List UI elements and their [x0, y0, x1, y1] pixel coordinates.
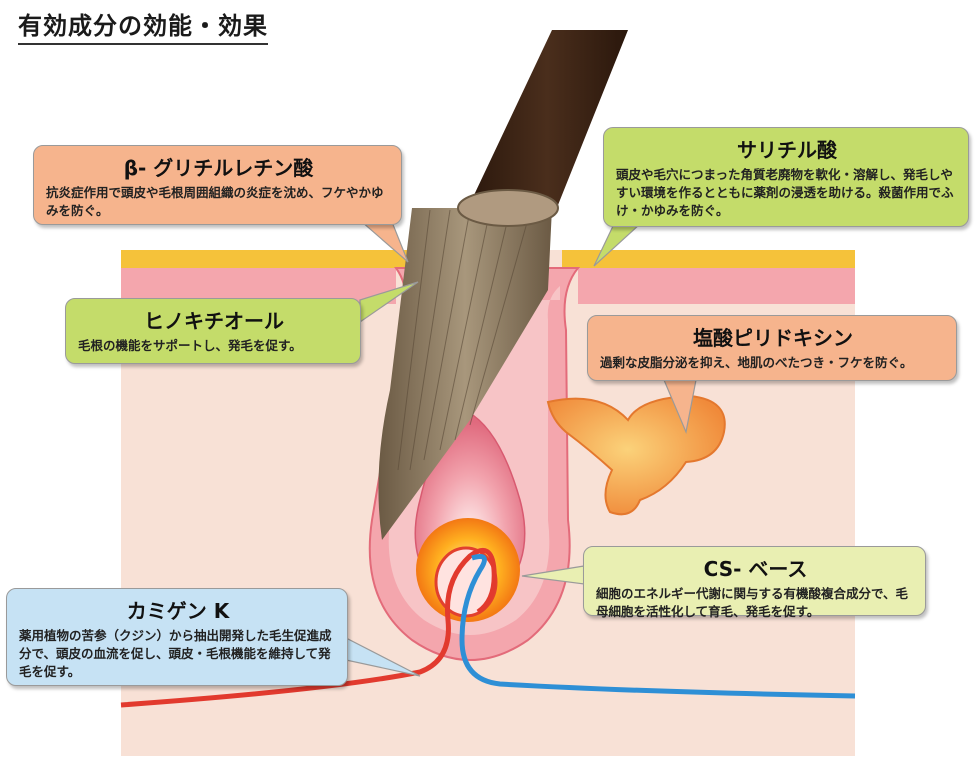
callout-salicylic: サリチル酸 頭皮や毛穴につまった角質老廃物を軟化・溶解し、発毛しやすい環境を作る…: [603, 127, 969, 227]
callout-glycyrrhetinic-title: β- グリチルレチン酸: [123, 156, 314, 180]
callout-csbase-title: CS- ベース: [703, 557, 808, 581]
sebaceous-gland: [546, 394, 726, 516]
vein: [459, 554, 856, 699]
callout-kamigen: カミゲン K 薬用植物の苦参（クジン）から抽出開発した毛生促進成分で、頭皮の血流…: [6, 588, 348, 686]
callout-pyridoxine-title: 塩酸ピリドキシン: [693, 326, 853, 350]
callout-hinokitiol-desc: 毛根の機能をサポートし、発毛を促す。: [78, 338, 302, 353]
callout-kamigen-title: カミゲン K: [126, 599, 230, 623]
hair-root: [378, 208, 552, 540]
artery: [120, 547, 497, 708]
epidermis-right: [578, 268, 855, 304]
callout-glycyrrhetinic: β- グリチルレチン酸 抗炎症作用で頭皮や毛根周囲組織の炎症を沈め、フケやかゆみ…: [33, 145, 402, 225]
callout-hinokitiol: ヒノキチオール 毛根の機能をサポートし、発毛を促す。: [65, 298, 361, 364]
stratum-corneum-left: [121, 250, 411, 268]
hair-root-stripes: [397, 209, 531, 471]
callout-pyridoxine: 塩酸ピリドキシン 過剰な皮脂分泌を抑え、地肌のべたつき・フケを防ぐ。: [587, 315, 957, 381]
callout-glycyrrhetinic-desc: 抗炎症作用で頭皮や毛根周囲組織の炎症を沈め、フケやかゆみを防ぐ。: [46, 185, 384, 218]
callout-pyridoxine-desc: 過剰な皮脂分泌を抑え、地肌のべたつき・フケを防ぐ。: [600, 355, 913, 370]
hair-cut-end: [457, 189, 559, 227]
callout-hinokitiol-title: ヒノキチオール: [144, 309, 284, 333]
hair-shaft: [466, 30, 628, 212]
callout-csbase: CS- ベース 細胞のエネルギー代謝に関与する有機酸複合成分で、毛母細胞を活性化…: [583, 546, 926, 619]
callout-salicylic-desc: 頭皮や毛穴につまった角質老廃物を軟化・溶解し、発毛しやすい環境を作るとともに薬剤…: [616, 167, 954, 218]
page-title: 有効成分の効能・効果: [18, 6, 268, 45]
callout-kamigen-desc: 薬用植物の苦参（クジン）から抽出開発した毛生促進成分で、頭皮の血流を促し、頭皮・…: [19, 628, 332, 679]
callout-csbase-desc: 細胞のエネルギー代謝に関与する有機酸複合成分で、毛母細胞を活性化して育毛、発毛を…: [596, 586, 909, 619]
callout-salicylic-title: サリチル酸: [737, 138, 837, 162]
stratum-corneum-right: [562, 250, 855, 268]
